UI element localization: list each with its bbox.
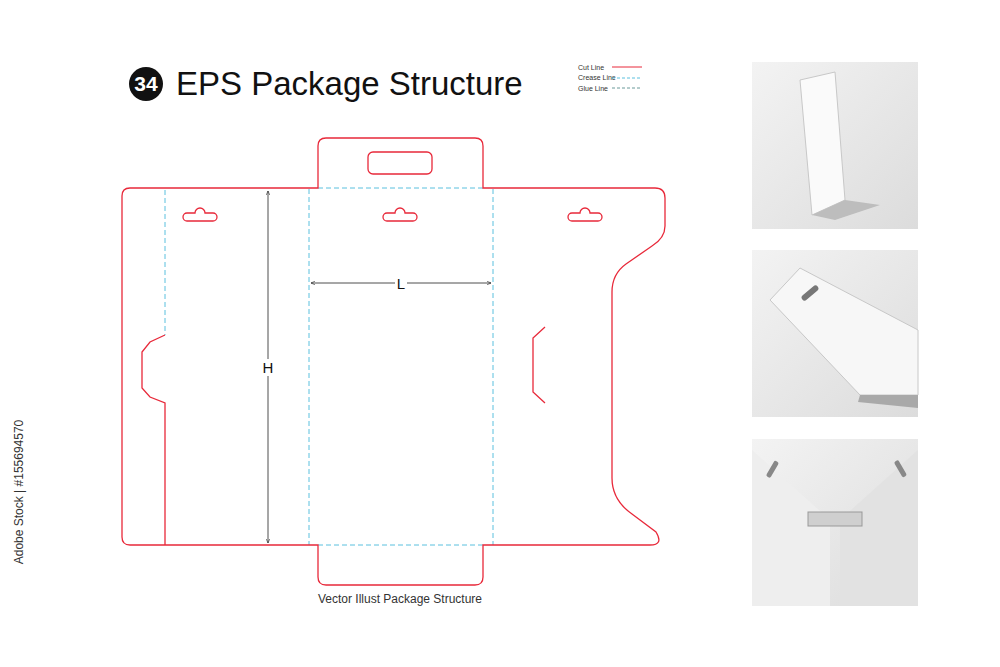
legend-text: Cut Line (578, 64, 612, 71)
badge-number: 34 (134, 72, 157, 96)
dimension-label: L (395, 275, 407, 292)
watermark-text: Adobe Stock | #155694570 (12, 420, 26, 565)
dimension-lines (268, 191, 491, 543)
legend-line-sample (612, 85, 642, 91)
crease-lines (165, 188, 493, 545)
legend-line-sample (612, 64, 642, 70)
legend-text: Crease Line (578, 74, 612, 81)
cut-lines (122, 138, 665, 585)
title: EPS Package Structure (176, 64, 523, 104)
dimension-label: H (261, 359, 276, 376)
legend-text: Glue Line (578, 85, 612, 92)
product-photos (752, 62, 918, 606)
caption: Vector Illust Package Structure (318, 592, 482, 606)
legend-line-sample (612, 75, 642, 81)
legend-row: Cut Line (578, 62, 642, 72)
legend-row: Glue Line (578, 83, 642, 93)
number-badge: 34 (129, 67, 163, 101)
legend-row: Crease Line (578, 73, 642, 83)
